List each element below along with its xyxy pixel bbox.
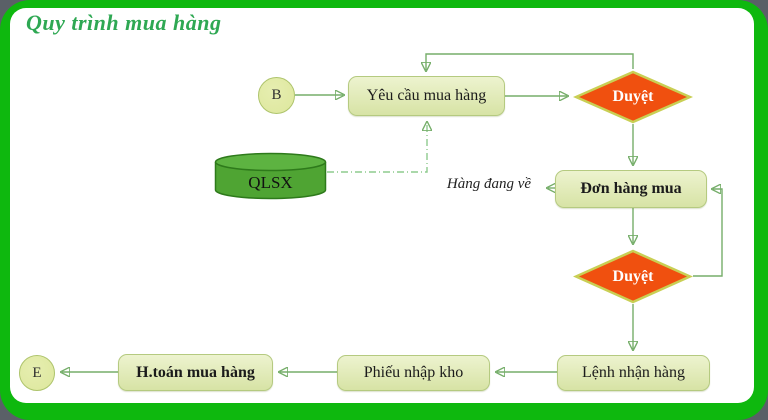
process-purchase-accounting-label: H.toán mua hàng <box>136 363 255 381</box>
end-node: E <box>19 355 55 391</box>
process-purchase-order: Đơn hàng mua <box>555 170 707 208</box>
decision-approve-2: Duyệt <box>573 249 693 304</box>
process-purchase-request-label: Yêu cầu mua hàng <box>366 87 487 104</box>
process-purchase-request: Yêu cầu mua hàng <box>348 76 505 116</box>
process-purchase-accounting: H.toán mua hàng <box>118 354 273 391</box>
diamond-shape-icon <box>573 70 693 124</box>
start-node-label: B <box>271 87 282 103</box>
decision-approve-1-label: Duyệt <box>612 88 654 105</box>
database-qlsx: QLSX <box>214 152 327 200</box>
decision-approve-1: Duyệt <box>573 70 693 124</box>
process-warehouse-receipt-label: Phiếu nhập kho <box>363 364 464 381</box>
process-goods-receipt-order-label: Lệnh nhận hàng <box>581 364 686 381</box>
start-node: B <box>258 77 295 114</box>
process-goods-receipt-order: Lệnh nhận hàng <box>557 355 710 391</box>
diamond-shape-icon <box>573 249 693 304</box>
process-purchase-order-label: Đơn hàng mua <box>580 180 682 197</box>
cylinder-shape-icon <box>214 152 327 200</box>
end-node-label: E <box>32 364 42 381</box>
page-title: Quy trình mua hàng <box>26 10 222 35</box>
status-goods-arriving-label: Hàng đang về <box>446 176 532 192</box>
decision-approve-2-label: Duyệt <box>612 267 654 285</box>
database-qlsx-label: QLSX <box>248 173 293 192</box>
process-warehouse-receipt: Phiếu nhập kho <box>337 355 490 391</box>
